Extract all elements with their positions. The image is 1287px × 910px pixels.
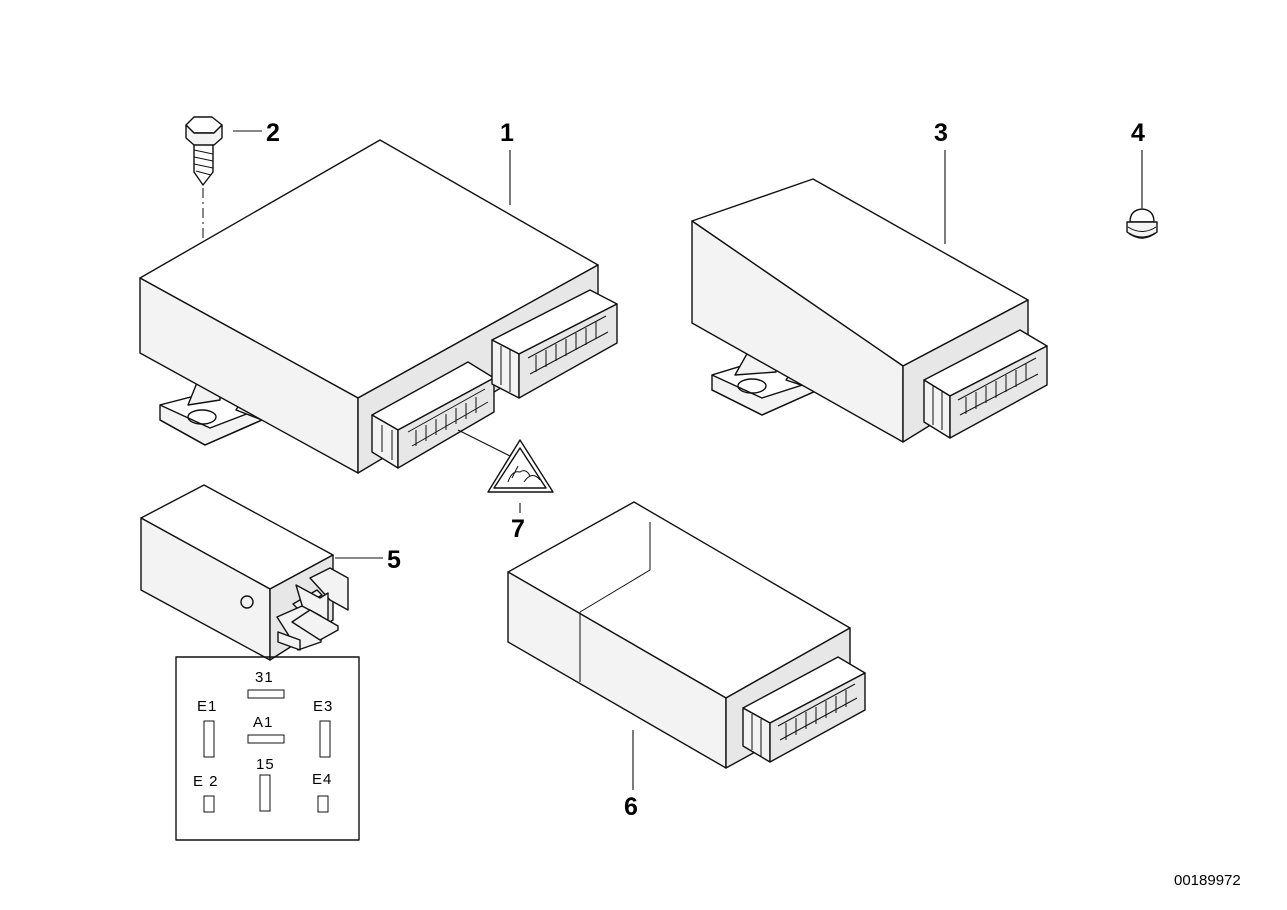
- pin-label-e4: E4: [312, 771, 332, 788]
- pin-label-e2: E 2: [193, 773, 219, 790]
- warning-label-part: [487, 439, 554, 513]
- document-number: 00189972: [1174, 872, 1241, 889]
- pin-label-15: 15: [256, 756, 275, 773]
- pin-label-e1: E1: [197, 698, 217, 715]
- callout-6: 6: [624, 793, 638, 821]
- callout-2: 2: [266, 119, 280, 147]
- relay-part: [140, 484, 349, 661]
- pin-label-31: 31: [255, 669, 274, 686]
- pin-label-a1: A1: [253, 714, 273, 731]
- pin-label-e3: E3: [313, 698, 333, 715]
- callout-4: 4: [1131, 119, 1145, 147]
- callout-1: 1: [500, 119, 514, 147]
- callout-7: 7: [511, 515, 525, 543]
- module-part-6: [507, 501, 866, 769]
- callout-5: 5: [387, 546, 401, 574]
- control-module-part: [691, 178, 1048, 443]
- relay-pin-diagram: 31 E1 E3 A1 15 E 2 E4: [175, 656, 360, 841]
- control-unit-part: [139, 139, 618, 474]
- cap-plug-part: [1126, 150, 1158, 239]
- callout-3: 3: [934, 119, 948, 147]
